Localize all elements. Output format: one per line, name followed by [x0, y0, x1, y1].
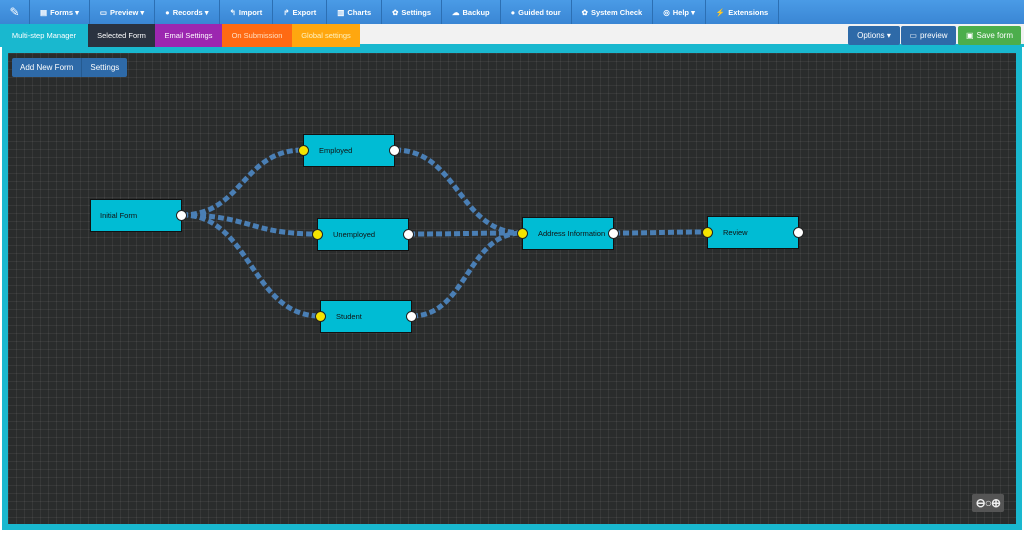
connections-layer — [181, 147, 708, 319]
zoom-out-icon[interactable]: ⊖ — [975, 496, 986, 510]
options-button[interactable]: Options ▾ — [848, 26, 900, 45]
canvas-toolbar: Add New Form Settings — [12, 58, 128, 77]
nav-item-label: Charts — [347, 7, 372, 17]
input-port[interactable] — [702, 227, 713, 238]
input-port[interactable] — [517, 228, 528, 239]
nav-item-system-check[interactable]: ✿System Check — [572, 0, 654, 24]
node-label: Review — [723, 228, 748, 237]
output-port[interactable] — [389, 145, 400, 156]
flow-canvas[interactable]: Add New Form Settings ⊖○⊕ Initial Form Em… — [8, 53, 1016, 524]
lifebuoy-icon: ◎ — [663, 7, 670, 17]
form-node-employed[interactable]: Employed — [298, 134, 400, 167]
node-label: Student — [336, 312, 362, 321]
nav-item-label: Export — [292, 7, 317, 17]
output-port[interactable] — [608, 228, 619, 239]
form-node-unemployed[interactable]: Unemployed — [312, 218, 414, 251]
preview-label: preview — [919, 31, 948, 40]
node-label: Employed — [319, 146, 353, 155]
nav-item-label: System Check — [590, 7, 643, 17]
top-navbar: ✎ ▤Forms ▾▭Preview ▾●Records ▾↰Import↱Ex… — [0, 0, 1024, 24]
nav-item-preview[interactable]: ▭Preview ▾ — [90, 0, 156, 24]
plug-icon: ⚡ — [715, 7, 726, 17]
form-node-student[interactable]: Student — [315, 300, 417, 333]
form-node-initial[interactable]: Initial Form — [90, 199, 187, 232]
output-port[interactable] — [793, 227, 804, 238]
app-logo-icon[interactable]: ✎ — [0, 0, 30, 24]
gear-icon: ✿ — [392, 7, 399, 17]
tab-email-settings[interactable]: Email Settings — [155, 24, 222, 47]
tab-global-settings[interactable]: Global settings — [292, 24, 360, 47]
form-node-address[interactable]: Address Information — [517, 217, 619, 250]
nav-item-extensions[interactable]: ⚡Extensions — [706, 0, 780, 24]
zoom-controls: ⊖○⊕ — [971, 494, 1004, 512]
gear-icon: ✿ — [581, 7, 588, 17]
chart-icon: ▥ — [337, 7, 345, 17]
input-port[interactable] — [315, 311, 326, 322]
nav-item-label: Help ▾ — [672, 7, 695, 17]
tab-multi-step-manager[interactable]: Multi-step Manager — [0, 24, 88, 47]
save-label: Save form — [976, 31, 1014, 40]
output-port[interactable] — [176, 210, 187, 221]
zoom-in-icon[interactable]: ⊕ — [990, 496, 1001, 510]
input-port[interactable] — [298, 145, 309, 156]
nav-item-help[interactable]: ◎Help ▾ — [653, 0, 706, 24]
node-label: Initial Form — [100, 211, 138, 220]
nav-item-forms[interactable]: ▤Forms ▾ — [30, 0, 90, 24]
node-label: Unemployed — [333, 230, 376, 239]
connection-initial-unemployed[interactable] — [181, 212, 318, 237]
canvas-frame: Add New Form Settings ⊖○⊕ Initial Form Em… — [2, 47, 1022, 530]
tab-selected-form[interactable]: Selected Form — [88, 24, 155, 47]
sub-toolbar: Multi-step Manager Selected Form Email S… — [0, 24, 1024, 47]
nav-item-label: Extensions — [728, 7, 769, 17]
tab-on-submission[interactable]: On Submission — [222, 24, 292, 47]
connection-address-review[interactable] — [613, 229, 708, 236]
question-icon: ● — [165, 7, 170, 17]
nav-item-label: Preview ▾ — [109, 7, 145, 17]
file-icon: ▤ — [40, 7, 48, 17]
import-icon: ↰ — [229, 7, 236, 17]
monitor-icon: ▭ — [99, 7, 107, 17]
connection-student-address[interactable] — [411, 230, 523, 319]
nav-item-label: Records ▾ — [172, 7, 209, 17]
output-port[interactable] — [403, 229, 414, 240]
nav-item-export[interactable]: ↱Export — [273, 0, 328, 24]
question-icon: ● — [510, 7, 516, 17]
connection-unemployed-address[interactable] — [408, 230, 523, 237]
nav-item-label: Import — [238, 7, 263, 17]
nav-item-label: Guided tour — [518, 7, 561, 17]
nav-item-settings[interactable]: ✿Settings — [382, 0, 443, 24]
nav-item-guided-tour[interactable]: ●Guided tour — [501, 0, 572, 24]
monitor-icon: ▭ — [909, 31, 917, 40]
save-form-button[interactable]: ▣Save form — [958, 26, 1021, 45]
connection-initial-employed[interactable] — [181, 147, 304, 218]
form-node-review[interactable]: Review — [702, 216, 804, 249]
zoom-reset-icon[interactable]: ○ — [984, 496, 992, 510]
nav-item-records[interactable]: ●Records ▾ — [155, 0, 220, 24]
connection-employed-address[interactable] — [394, 147, 523, 236]
export-icon: ↱ — [283, 7, 290, 17]
nav-item-label: Backup — [462, 7, 490, 17]
connection-initial-student[interactable] — [181, 212, 321, 319]
node-label: Address Information — [538, 229, 606, 238]
output-port[interactable] — [406, 311, 417, 322]
input-port[interactable] — [312, 229, 323, 240]
nav-item-backup[interactable]: ☁Backup — [442, 0, 501, 24]
cloud-icon: ☁ — [452, 7, 460, 17]
preview-button[interactable]: ▭preview — [901, 26, 956, 45]
nav-item-import[interactable]: ↰Import — [220, 0, 274, 24]
settings-button[interactable]: Settings — [81, 58, 127, 77]
add-new-form-button[interactable]: Add New Form — [20, 63, 74, 72]
floppy-icon: ▣ — [965, 31, 974, 40]
nav-item-label: Forms ▾ — [50, 7, 79, 17]
nav-item-label: Settings — [401, 7, 432, 17]
nav-item-charts[interactable]: ▥Charts — [327, 0, 383, 24]
